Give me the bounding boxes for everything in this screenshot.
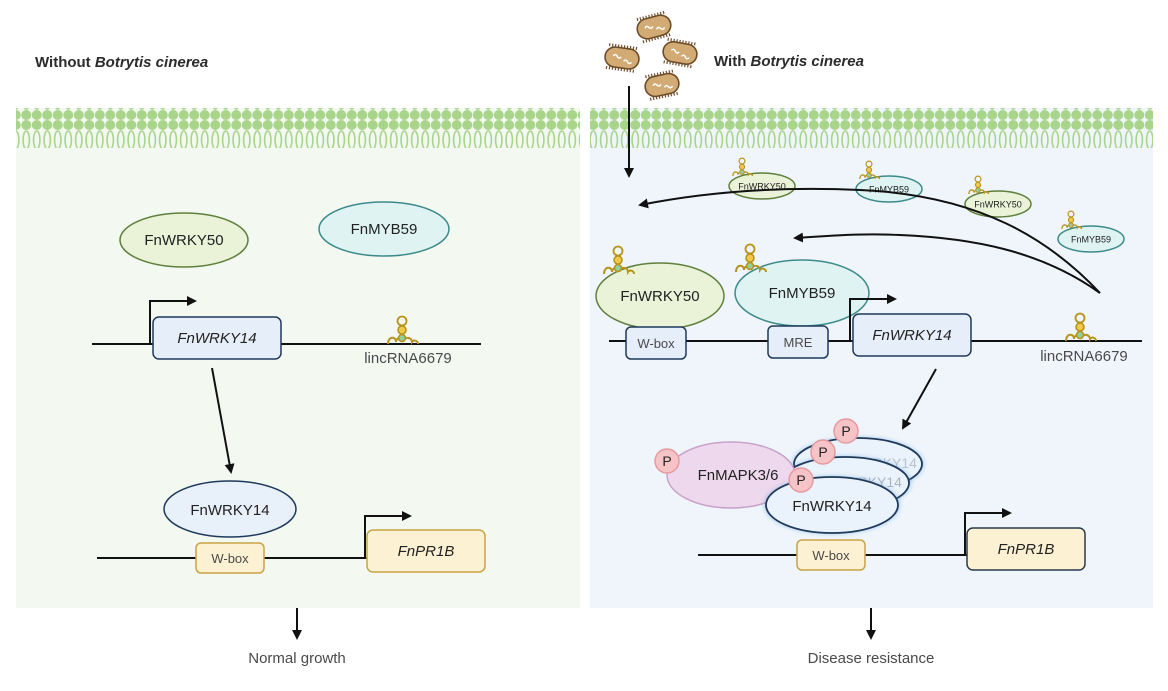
left-panel-title: Without Botrytis cinerea <box>35 54 208 71</box>
phosphate-icon: P <box>654 448 680 474</box>
phosphate-icon: P <box>810 439 836 465</box>
left-promoter-arrow-pr1b <box>364 511 412 558</box>
right-wbox-upstream-label: W-box <box>637 336 675 351</box>
right-mre-element: MRE <box>767 325 829 359</box>
right-promoter-arrow-wrky14 <box>849 294 897 341</box>
left-panel-background <box>16 108 580 608</box>
fnmapk-complex: FnMAPK3/6 <box>666 441 796 509</box>
phosphate-label: P <box>818 444 827 460</box>
right-rna-on-wrky50-icon <box>603 245 635 276</box>
right-panel-title: With Botrytis cinerea <box>714 53 864 70</box>
free-complex-fnmyb59-3: FnMYB59 <box>1057 210 1125 253</box>
left-promoter-arrow-wrky14 <box>149 296 197 344</box>
right-fnmyb59-label: FnMYB59 <box>769 285 836 302</box>
right-promoter-arrow-pr1b <box>964 508 1012 555</box>
right-wbox-upstream: W-box <box>625 326 687 360</box>
fnmapk-label: FnMAPK3/6 <box>698 467 779 484</box>
right-gene-fnwrky14: FnWRKY14 <box>852 313 972 357</box>
free-complex-label: FnWRKY50 <box>738 182 786 192</box>
left-protein-fnwrky14: FnWRKY14 <box>163 480 297 538</box>
phosphate-icon: P <box>833 418 859 444</box>
left-fnwrky14-protein-label: FnWRKY14 <box>190 502 269 519</box>
right-fnwrky14-gene-label: FnWRKY14 <box>872 327 951 344</box>
free-complex-label: FnWRKY50 <box>974 200 1022 210</box>
left-protein-fnmyb59: FnMYB59 <box>318 201 450 257</box>
right-mre-label: MRE <box>784 335 813 350</box>
left-fnwrky50-label: FnWRKY50 <box>144 232 223 249</box>
right-bound-fnwrky50: FnWRKY50 <box>595 262 725 330</box>
left-gene-fnpr1b: FnPR1B <box>366 529 486 573</box>
right-wbox-element: W-box <box>796 539 866 571</box>
left-wbox-label: W-box <box>211 551 249 566</box>
phosphate-label: P <box>796 472 805 488</box>
right-outcome-label: Disease resistance <box>808 650 935 667</box>
right-lincrna-icon <box>1065 312 1097 343</box>
right-bound-fnmyb59: FnMYB59 <box>734 259 870 327</box>
right-wbox-label: W-box <box>812 548 850 563</box>
free-complex-fnwrky50-0: FnWRKY50 <box>728 157 796 200</box>
phosphate-label: P <box>662 453 671 469</box>
phosphate-icon: P <box>788 467 814 493</box>
right-fnpr1b-label: FnPR1B <box>998 541 1055 558</box>
left-protein-fnwrky50: FnWRKY50 <box>119 212 249 268</box>
left-gene-fnwrky14: FnWRKY14 <box>152 316 282 360</box>
right-expression-arrow <box>902 368 937 430</box>
lincrna-to-myb59-arrow <box>793 232 1101 294</box>
right-lincrna-label: lincRNA6679 <box>1040 348 1128 365</box>
stack-front-label: FnWRKY14 <box>792 498 871 515</box>
rna-icon <box>859 160 881 180</box>
right-fnwrky50-label: FnWRKY50 <box>620 288 699 305</box>
botrytis-pathogen-icon <box>604 10 698 101</box>
rna-icon <box>1061 210 1083 230</box>
free-complex-label: FnMYB59 <box>869 185 909 195</box>
right-gene-fnpr1b: FnPR1B <box>966 527 1086 571</box>
left-fnpr1b-label: FnPR1B <box>398 543 455 560</box>
left-lincrna-label: lincRNA6679 <box>364 350 452 367</box>
free-complex-fnwrky50-2: FnWRKY50 <box>964 175 1032 218</box>
right-rna-on-myb59-icon <box>735 243 767 274</box>
left-expression-arrow <box>211 367 235 474</box>
phosphate-label: P <box>841 423 850 439</box>
right-cell-membrane <box>590 108 1153 148</box>
lincrna-to-wrky50-arrow <box>638 187 1101 294</box>
free-complex-fnmyb59-1: FnMYB59 <box>855 160 923 203</box>
left-fnmyb59-label: FnMYB59 <box>351 221 418 238</box>
free-complex-label: FnMYB59 <box>1071 235 1111 245</box>
left-lincrna-icon <box>387 315 419 346</box>
rna-icon <box>732 157 754 177</box>
left-wbox-element: W-box <box>195 542 265 574</box>
left-fnwrky14-gene-label: FnWRKY14 <box>177 330 256 347</box>
rna-icon <box>968 175 990 195</box>
left-cell-membrane <box>16 108 580 148</box>
left-outcome-label: Normal growth <box>248 650 346 667</box>
